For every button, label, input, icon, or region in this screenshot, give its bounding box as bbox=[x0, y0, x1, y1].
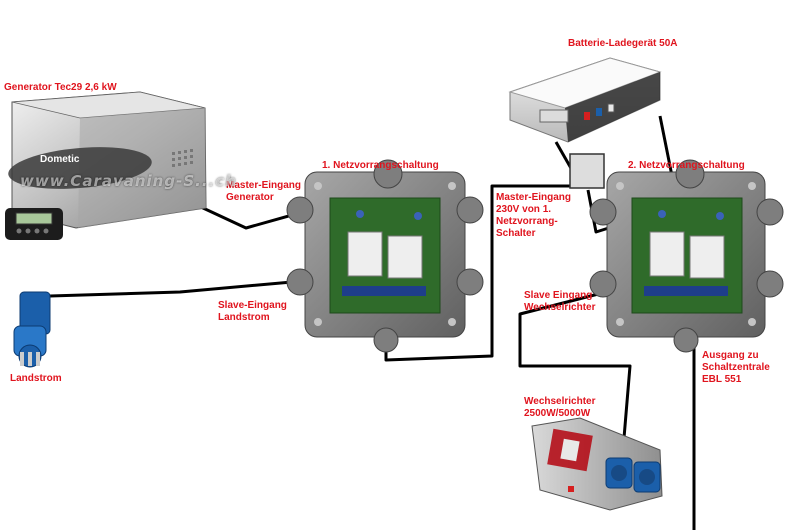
landstrom-plug-icon bbox=[13, 291, 51, 368]
generator-remote-panel bbox=[5, 208, 63, 240]
box1-title: 1. Netzvorrangschaltung bbox=[322, 160, 439, 171]
output-label: Ausgang zu Schaltzentrale EBL 551 bbox=[702, 350, 770, 385]
socket-icon bbox=[633, 461, 661, 493]
landstrom-label: Landstrom bbox=[10, 373, 62, 384]
inverter-unit bbox=[531, 417, 663, 511]
wire-box1-to-master2 bbox=[384, 184, 570, 362]
switch-box-1 bbox=[286, 159, 484, 353]
socket-icon bbox=[605, 457, 633, 489]
wire-landstrom-to-slave1 bbox=[49, 280, 293, 298]
wire-box2-output bbox=[684, 329, 696, 530]
generator-label: Generator Tec29 2,6 kW bbox=[4, 82, 117, 93]
wire-inverter-to-slave2 bbox=[518, 288, 632, 487]
charger-label: Batterie-Ladegerät 50A bbox=[568, 38, 678, 49]
slave1-label: Slave-Eingang Landstrom bbox=[218, 300, 287, 323]
junction-box bbox=[569, 153, 605, 189]
generator-unit: Dometic bbox=[8, 91, 207, 229]
watermark: www.Caravaning-S...ch bbox=[20, 172, 237, 190]
master2-label: Master-Eingang 230V von 1. Netzvorrang- … bbox=[496, 192, 572, 239]
inverter-label: Wechselrichter 2500W/5000W bbox=[524, 396, 596, 419]
box2-title: 2. Netzvorrangschaltung bbox=[628, 160, 745, 171]
slave2-label: Slave Eingang Wechselrichter bbox=[524, 290, 596, 313]
wire-charger-to-box2 bbox=[658, 115, 674, 177]
vent-grille bbox=[172, 149, 193, 167]
switch-box-2 bbox=[589, 159, 784, 353]
battery-charger bbox=[508, 57, 662, 143]
generator-brand-logo: Dometic bbox=[40, 154, 80, 165]
master1-label: Master-Eingang Generator bbox=[226, 180, 302, 203]
